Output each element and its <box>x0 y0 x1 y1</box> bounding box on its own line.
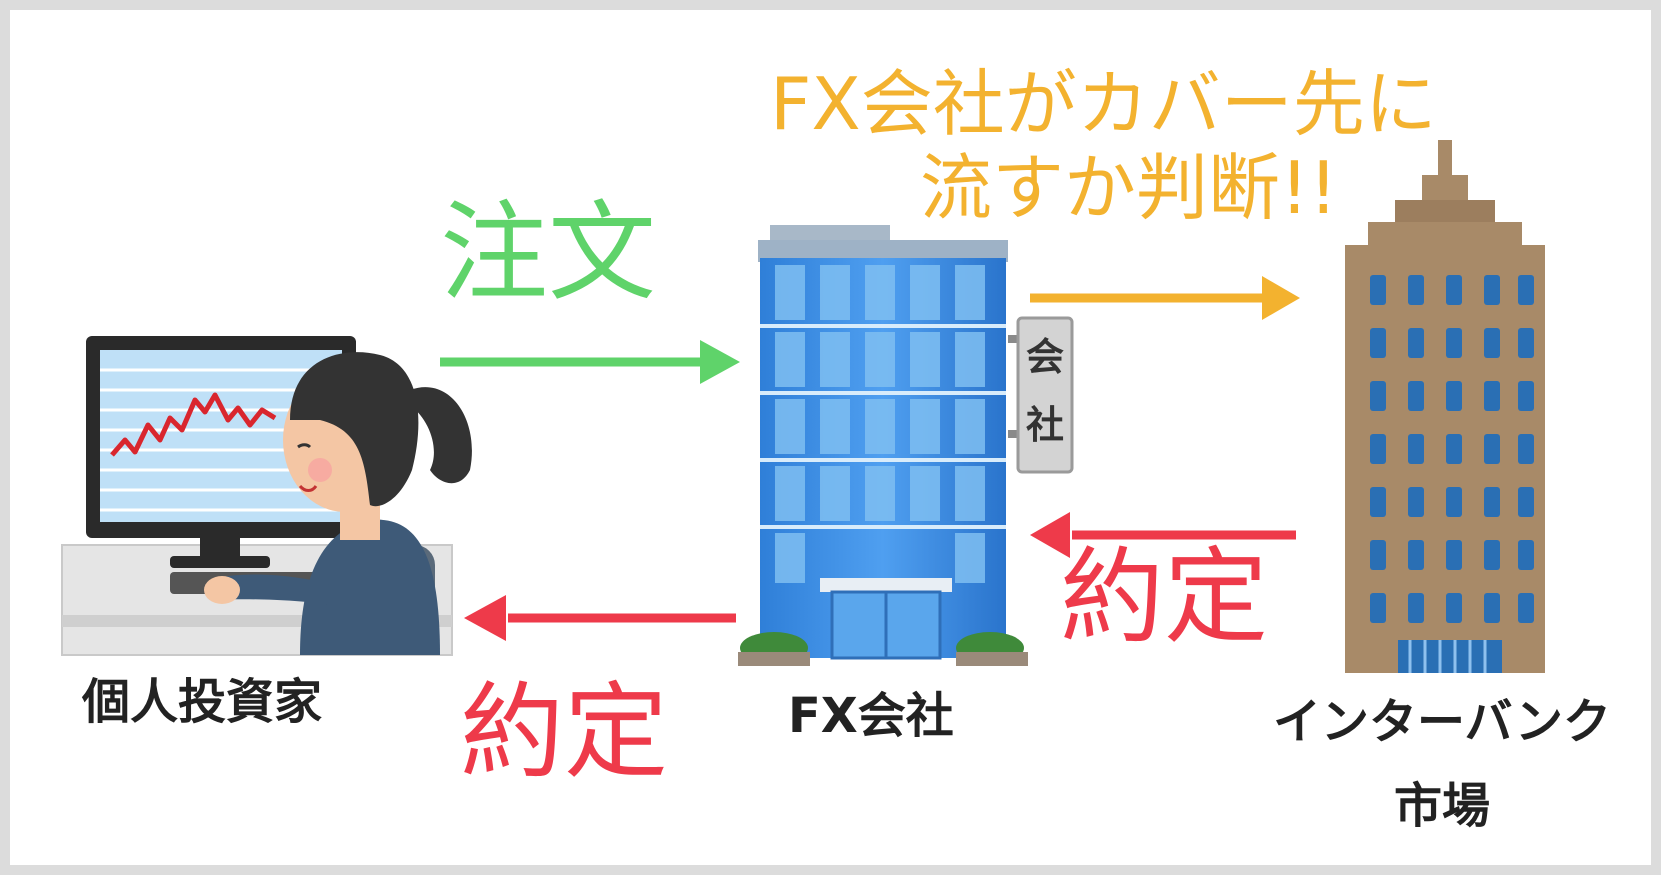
price-line <box>110 392 277 457</box>
arrow-order <box>440 340 740 384</box>
judge-label-line1: FX会社がカバー先に <box>770 62 1437 146</box>
sign-char-2: 社 <box>1026 403 1064 447</box>
fill-label-left: 約定 <box>460 671 669 793</box>
arrow-fill-left <box>464 595 736 641</box>
interbank-caption-line1: インターバンク <box>1273 694 1611 750</box>
arrow-fill-right <box>1030 512 1296 558</box>
entrance-canopy <box>820 578 952 592</box>
investor-person <box>204 352 472 655</box>
investor-caption: 個人投資家 <box>82 674 323 730</box>
order-label: 注文 <box>440 191 657 316</box>
interbank-caption: インターバンク 市場 <box>1262 680 1622 848</box>
fill-label-right: 約定 <box>1060 536 1269 658</box>
fx-company-caption: FX会社 <box>788 688 954 744</box>
judge-label: FX会社がカバー先に 流すか判断!! <box>770 62 1437 230</box>
interbank-caption-line2: 市場 <box>1393 778 1490 834</box>
investor-illustration <box>61 336 472 656</box>
fx-company-building <box>738 225 1028 666</box>
arrow-cover <box>1030 276 1300 320</box>
interbank-tower <box>1345 140 1545 673</box>
company-sign: 会 社 <box>1008 316 1074 474</box>
judge-label-line2: 流すか判断!! <box>920 146 1338 231</box>
sign-char-1: 会 <box>1026 335 1064 379</box>
